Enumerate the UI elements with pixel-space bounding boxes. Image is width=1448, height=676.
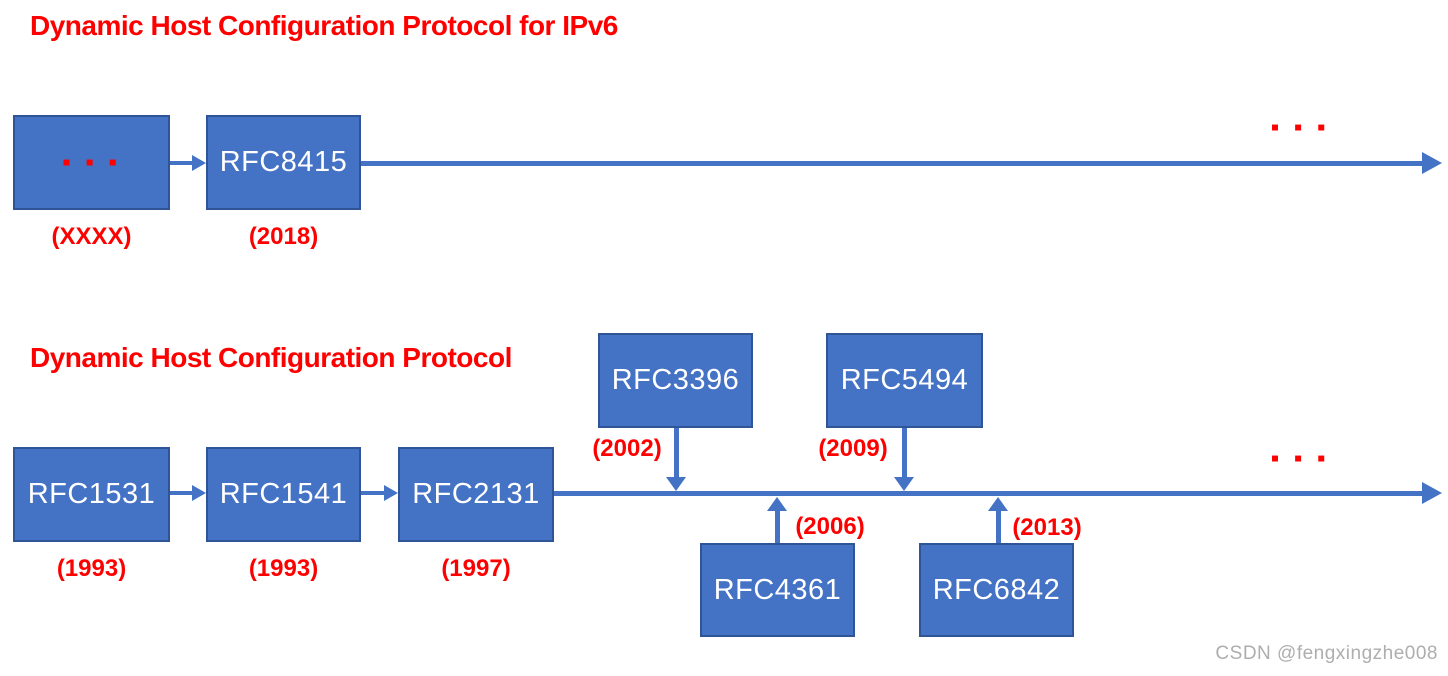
arrowhead-down-icon: [666, 477, 686, 491]
rfc-node-label: RFC5494: [840, 364, 969, 396]
rfc-node-label: RFC6842: [932, 573, 1061, 606]
rfc-node-rfc4361: RFC4361: [700, 543, 855, 637]
ellipsis-icon: ▪ ▪ ▪: [1270, 445, 1330, 472]
year-label-rfc2131: (1997): [441, 555, 511, 582]
arrowhead-right-icon: [1422, 482, 1442, 504]
rfc-node-label: RFC1541: [219, 478, 348, 510]
timeline-line-ipv6: [361, 161, 1424, 166]
update-arrow-line: [674, 428, 679, 478]
year-label-rfc1531: (1993): [56, 555, 127, 582]
year-label-rfc4361: (2006): [795, 513, 865, 540]
ipv4-section-title: Dynamic Host Configuration Protocol: [30, 342, 512, 373]
year-label-placeholder: (XXXX): [51, 223, 132, 250]
rfc-node-rfc1531: RFC1531: [13, 447, 170, 542]
rfc-node-label: RFC1531: [27, 478, 156, 510]
update-arrow-line: [902, 428, 907, 478]
ellipsis-icon: ▪ ▪ ▪: [1270, 114, 1330, 141]
arrowhead-right-icon: [384, 485, 398, 501]
rfc-node-rfc1541: RFC1541: [206, 447, 361, 542]
year-label-rfc6842: (2013): [1012, 514, 1082, 541]
rfc-node-placeholder: ▪ ▪ ▪: [13, 115, 170, 210]
rfc-node-rfc3396: RFC3396: [598, 333, 753, 428]
connector-line: [170, 161, 194, 165]
arrowhead-right-icon: [192, 485, 206, 501]
update-arrow-line: [775, 509, 780, 543]
rfc-node-label: RFC4361: [713, 573, 842, 606]
watermark: CSDN @fengxingzhe008: [1215, 643, 1438, 664]
arrowhead-up-icon: [988, 497, 1008, 511]
arrowhead-right-icon: [1422, 152, 1442, 174]
rfc-node-label: RFC2131: [412, 478, 540, 510]
year-label-rfc8415: (2018): [248, 223, 319, 250]
arrowhead-right-icon: [192, 155, 206, 171]
rfc-node-rfc2131: RFC2131: [398, 447, 554, 542]
rfc-node-label: RFC3396: [611, 364, 740, 396]
rfc-node-rfc6842: RFC6842: [919, 543, 1074, 637]
arrowhead-down-icon: [894, 477, 914, 491]
year-label-rfc5494: (2009): [818, 435, 888, 462]
ellipsis-icon: ▪ ▪ ▪: [62, 148, 121, 176]
connector-line: [170, 491, 194, 495]
rfc-node-label: RFC8415: [219, 146, 348, 178]
timeline-line-ipv4: [554, 491, 1424, 496]
year-label-rfc3396: (2002): [592, 435, 662, 462]
update-arrow-line: [996, 509, 1001, 543]
year-label-rfc1541: (1993): [248, 555, 319, 582]
arrowhead-up-icon: [767, 497, 787, 511]
rfc-node-rfc8415: RFC8415: [206, 115, 361, 210]
ipv6-section-title: Dynamic Host Configuration Protocol for …: [30, 10, 618, 41]
rfc-node-rfc5494: RFC5494: [826, 333, 983, 428]
connector-line: [361, 491, 386, 495]
